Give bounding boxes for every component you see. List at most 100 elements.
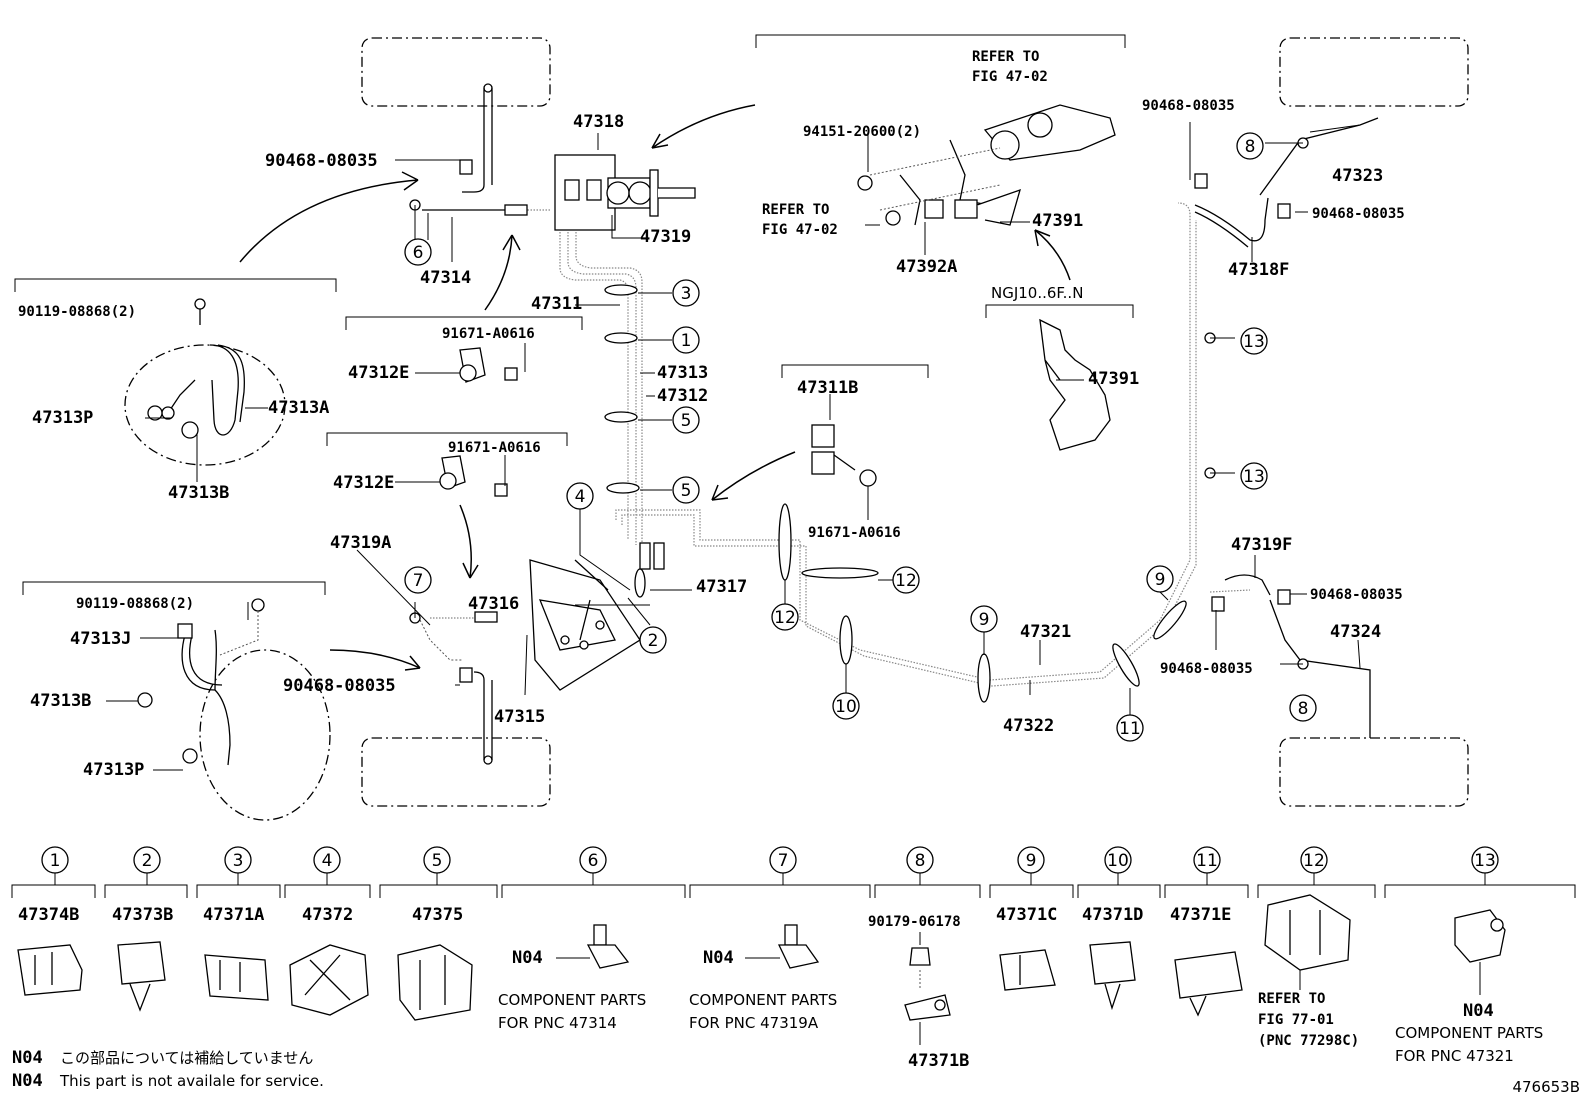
- svg-text:REFER TO: REFER TO: [1258, 991, 1325, 1007]
- svg-text:12: 12: [1303, 851, 1325, 871]
- callout-12: 12: [878, 566, 920, 594]
- flow-arrows: [239, 104, 1071, 671]
- svg-text:4: 4: [575, 487, 586, 507]
- callout-4: 4: [566, 482, 631, 591]
- svg-text:FOR PNC 47314: FOR PNC 47314: [498, 1014, 617, 1032]
- svg-text:47375: 47375: [412, 905, 463, 925]
- label-47391: 47391: [1032, 211, 1083, 231]
- svg-text:90179-06178: 90179-06178: [868, 914, 961, 930]
- label-90468-08035: 90468-08035: [1310, 587, 1403, 603]
- label-47314: 47314: [420, 268, 471, 288]
- body-panel-outline: [361, 37, 551, 107]
- legend-item-8: 8 90179-06178 47371B: [868, 846, 969, 1071]
- main-callouts: 3 1 5 5 4 2 6 7 8 8 9 9 10 11 12 12 13 1…: [404, 132, 1317, 742]
- footnote-text-jp: この部品については補給していません: [60, 1049, 313, 1067]
- svg-text:COMPONENT PARTS: COMPONENT PARTS: [689, 991, 837, 1009]
- svg-text:3: 3: [233, 851, 244, 871]
- svg-text:9: 9: [1026, 851, 1037, 871]
- legend-item-4: 4 47372: [289, 846, 369, 1016]
- label-47391: 47391: [1088, 369, 1139, 389]
- callout-2: 2: [627, 597, 667, 654]
- label-fig-47-02: FIG 47-02: [762, 222, 838, 238]
- label-47313b: 47313B: [168, 483, 229, 503]
- legend-item-5: 5 47375: [397, 846, 473, 1021]
- rear-right-hoses: [1194, 117, 1379, 738]
- label-fig-47-02: FIG 47-02: [972, 69, 1048, 85]
- callout-9: 9: [970, 605, 998, 655]
- label-90468-08035: 90468-08035: [1142, 98, 1235, 114]
- svg-text:47373B: 47373B: [112, 905, 173, 925]
- callout-5: 5: [640, 476, 700, 504]
- label-47313j: 47313J: [70, 629, 131, 649]
- svg-text:(PNC 77298C): (PNC 77298C): [1258, 1033, 1359, 1049]
- callout-13: 13: [1240, 327, 1268, 355]
- callout-11: 11: [1116, 688, 1144, 742]
- legend-item-3: 3 47371A: [203, 846, 269, 1001]
- label-47311b: 47311B: [797, 378, 858, 398]
- footnote-code: N04: [12, 1048, 43, 1068]
- svg-text:COMPONENT PARTS: COMPONENT PARTS: [498, 991, 646, 1009]
- clip-47311b: [811, 424, 877, 487]
- label-47313a: 47313A: [268, 398, 329, 418]
- label-90468-08035: 90468-08035: [265, 151, 378, 171]
- legend-item-7: 7 N04 COMPONENT PARTS FOR PNC 47319A: [689, 846, 837, 1032]
- label-47324: 47324: [1330, 622, 1381, 642]
- label-91671-a0616: 91671-A0616: [442, 326, 535, 342]
- svg-text:FIG 77-01: FIG 77-01: [1258, 1012, 1334, 1028]
- label-47392a: 47392A: [896, 257, 957, 277]
- callout-12: 12: [771, 580, 799, 631]
- clip-47312e-upper: [459, 347, 518, 383]
- footnote-code: N04: [12, 1071, 43, 1091]
- legend-item-13: 13 N04 COMPONENT PARTS FOR PNC 47321: [1395, 846, 1543, 1065]
- label-47312e: 47312E: [348, 363, 409, 383]
- svg-text:5: 5: [432, 851, 443, 871]
- svg-text:13: 13: [1243, 332, 1265, 352]
- svg-text:11: 11: [1119, 719, 1141, 739]
- label-47318: 47318: [573, 112, 624, 132]
- label-90119-08868: 90119-08868(2): [18, 304, 136, 320]
- label-refer-to: REFER TO: [972, 49, 1039, 65]
- label-47319a: 47319A: [330, 533, 391, 553]
- svg-text:6: 6: [588, 851, 599, 871]
- svg-text:10: 10: [1107, 851, 1129, 871]
- callout-3: 3: [638, 279, 700, 307]
- clip-legend: 1 47374B 2 47373B 3 47371A 4 47372 5 473…: [11, 846, 1576, 1071]
- callout-1: 1: [638, 326, 700, 354]
- footnote-text-en: This part is not availale for service.: [59, 1072, 324, 1090]
- callout-13: 13: [1240, 462, 1268, 490]
- main-part-labels: 90468-08035 47314 47318 4 7 3 1 9 47311 9011…: [18, 49, 1405, 780]
- label-47323: 47323: [1332, 166, 1383, 186]
- legend-item-11: 11 47371E: [1170, 846, 1243, 1017]
- svg-text:5: 5: [681, 481, 692, 501]
- svg-text:12: 12: [774, 608, 796, 628]
- svg-text:10: 10: [835, 697, 857, 717]
- label-47319f: 47319F: [1231, 535, 1292, 555]
- legend-item-6: 6 N04 COMPONENT PARTS FOR PNC 47314: [498, 846, 646, 1032]
- label-ngj10-6f-n: NGJ10..6F..N: [991, 284, 1083, 302]
- svg-text:5: 5: [681, 411, 692, 431]
- label-47317: 47317: [696, 577, 747, 597]
- callout-7: 7: [404, 566, 432, 594]
- svg-text:47371E: 47371E: [1170, 905, 1231, 925]
- connector-valve-block: [529, 542, 665, 691]
- label-91671-a0616: 91671-A0616: [448, 440, 541, 456]
- left-hard-lines: [419, 83, 528, 765]
- front-left-flex-hose: [124, 298, 286, 466]
- label-47316: 47316: [468, 594, 519, 614]
- svg-text:COMPONENT PARTS: COMPONENT PARTS: [1395, 1024, 1543, 1042]
- label-47311: 47311: [531, 294, 582, 314]
- label-94151-20600: 94151-20600(2): [803, 124, 921, 140]
- legend-item-1: 1 47374B: [17, 846, 83, 996]
- legend-item-12: 12 REFER TO FIG 77-01 (PNC 77298C): [1258, 846, 1359, 1049]
- svg-text:1: 1: [681, 331, 692, 351]
- svg-text:47371C: 47371C: [996, 905, 1057, 925]
- label-90468-08035: 90468-08035: [1312, 206, 1405, 222]
- svg-text:N04: N04: [703, 948, 734, 968]
- svg-text:8: 8: [1298, 699, 1309, 719]
- group-brackets: [14, 34, 1134, 595]
- svg-text:6: 6: [413, 243, 424, 263]
- body-panel-outline: [361, 737, 551, 807]
- label-90468-08035: 90468-08035: [283, 676, 396, 696]
- rear-left-flex-hose: [137, 598, 331, 821]
